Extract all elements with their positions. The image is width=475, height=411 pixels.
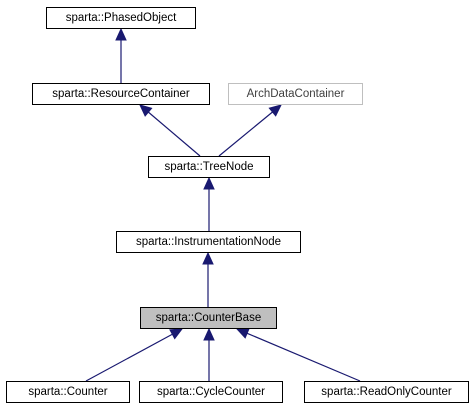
edge-tree-node-to-resource-container <box>147 111 201 157</box>
edge-read-only-counter-to-counter-base <box>246 332 361 382</box>
inheritance-edges <box>85 27 361 382</box>
node-instrumentation-node[interactable]: sparta::InstrumentationNode <box>116 231 301 253</box>
arrowhead-tree-node-to-arch-data-container <box>268 104 282 117</box>
node-phased-object[interactable]: sparta::PhasedObject <box>46 7 196 29</box>
arrowhead-counter-to-counter-base <box>169 328 184 340</box>
arrowhead-resource-container-to-phased-object <box>115 27 127 41</box>
node-tree-node[interactable]: sparta::TreeNode <box>148 156 270 178</box>
edge-tree-node-to-arch-data-container <box>218 111 273 157</box>
node-cycle-counter[interactable]: sparta::CycleCounter <box>139 381 283 403</box>
node-counter-base: sparta::CounterBase <box>140 307 277 329</box>
node-resource-container[interactable]: sparta::ResourceContainer <box>32 83 210 105</box>
arrowhead-counter-base-to-instrumentation-node <box>202 251 214 265</box>
node-read-only-counter[interactable]: sparta::ReadOnlyCounter <box>304 381 469 403</box>
node-counter[interactable]: sparta::Counter <box>6 381 130 403</box>
arrowhead-read-only-counter-to-counter-base <box>235 328 250 339</box>
arrowhead-tree-node-to-resource-container <box>139 104 153 117</box>
node-arch-data-container: ArchDataContainer <box>228 83 363 105</box>
arrowhead-instrumentation-node-to-tree-node <box>203 176 215 190</box>
edge-counter-to-counter-base <box>85 333 173 382</box>
arrowhead-cycle-counter-to-counter-base <box>203 327 215 341</box>
